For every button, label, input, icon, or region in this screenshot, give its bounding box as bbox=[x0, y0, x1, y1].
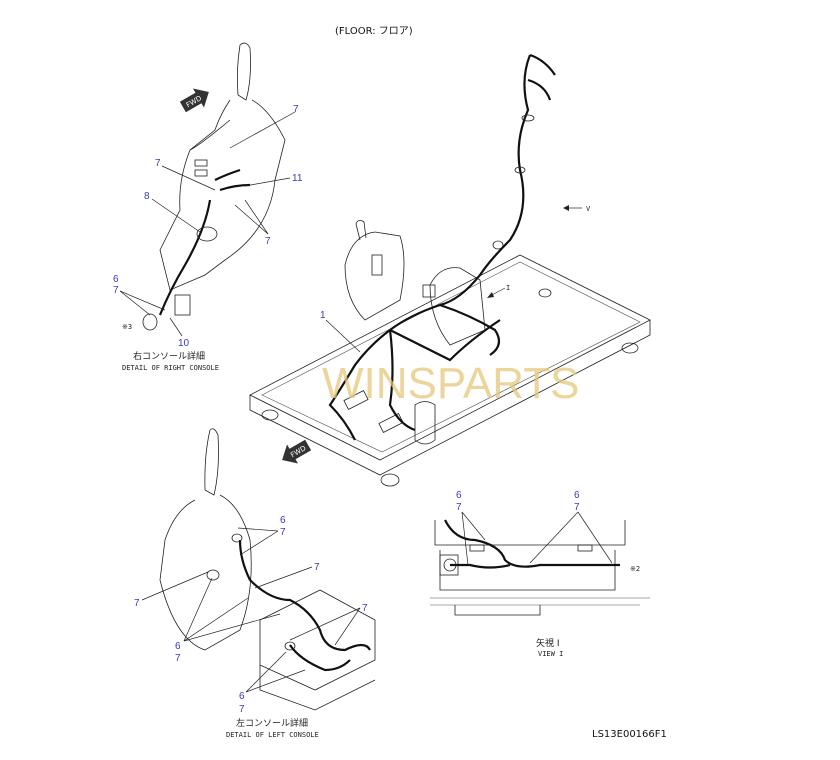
left-console-detail bbox=[159, 428, 376, 711]
lc-callout-7b: 7 bbox=[314, 562, 320, 573]
svg-text:WINSPARTS: WINSPARTS bbox=[322, 359, 580, 408]
lc-callout-6a: 6 bbox=[280, 515, 286, 526]
vi-caption-jp: 矢視 I bbox=[536, 637, 560, 649]
floor-plate-drawing bbox=[249, 53, 651, 487]
vi-caption-en: VIEW I bbox=[538, 650, 563, 658]
rc-callout-10: 10 bbox=[178, 338, 190, 349]
callout-1: 1 bbox=[320, 310, 326, 321]
lc-caption-en: DETAIL OF LEFT CONSOLE bbox=[226, 731, 319, 739]
lc-callout-7a: 7 bbox=[280, 527, 286, 538]
rc-caption-en: DETAIL OF RIGHT CONSOLE bbox=[122, 364, 219, 372]
diagram-title: (FLOOR: フロア) bbox=[335, 26, 413, 37]
vi-note-2: ※2 bbox=[630, 565, 640, 573]
lc-callout-6b: 6 bbox=[175, 641, 181, 652]
fwd-arrow-bottom: FWD bbox=[282, 439, 312, 464]
vi-callout-7a: 7 bbox=[456, 502, 462, 513]
rc-caption-jp: 右コンソール詳細 bbox=[133, 350, 205, 362]
lc-callout-7d: 7 bbox=[362, 603, 368, 614]
svg-text:V: V bbox=[586, 205, 591, 213]
fwd-arrow-top: FWD bbox=[179, 88, 209, 113]
drawing-number: LS13E00166F1 bbox=[592, 729, 667, 740]
rc-callout-7c: 7 bbox=[265, 236, 271, 247]
view-arrow-i: I bbox=[487, 284, 510, 298]
lc-caption-jp: 左コンソール詳細 bbox=[236, 717, 308, 729]
vi-callout-7b: 7 bbox=[574, 502, 580, 513]
svg-text:I: I bbox=[506, 284, 510, 292]
lc-callout-7f: 7 bbox=[239, 704, 245, 715]
lc-callout-7c: 7 bbox=[134, 598, 140, 609]
lc-callout-7e: 7 bbox=[175, 653, 181, 664]
vi-callout-6b: 6 bbox=[574, 490, 580, 501]
watermark: WINSPARTS bbox=[322, 359, 580, 408]
rc-callout-7a: 7 bbox=[293, 104, 299, 115]
rc-note-3: ※3 bbox=[122, 323, 132, 331]
vi-callout-6a: 6 bbox=[456, 490, 462, 501]
view-i-drawing bbox=[430, 519, 650, 616]
rc-callout-8: 8 bbox=[144, 191, 150, 202]
rc-callout-11: 11 bbox=[292, 173, 303, 184]
lc-callout-6c: 6 bbox=[239, 691, 245, 702]
view-arrow-v: V bbox=[563, 205, 591, 213]
rc-callout-7d: 7 bbox=[113, 285, 119, 296]
rc-callout-7b: 7 bbox=[155, 158, 161, 169]
rc-callout-6: 6 bbox=[113, 274, 119, 285]
right-console-detail bbox=[142, 42, 286, 331]
